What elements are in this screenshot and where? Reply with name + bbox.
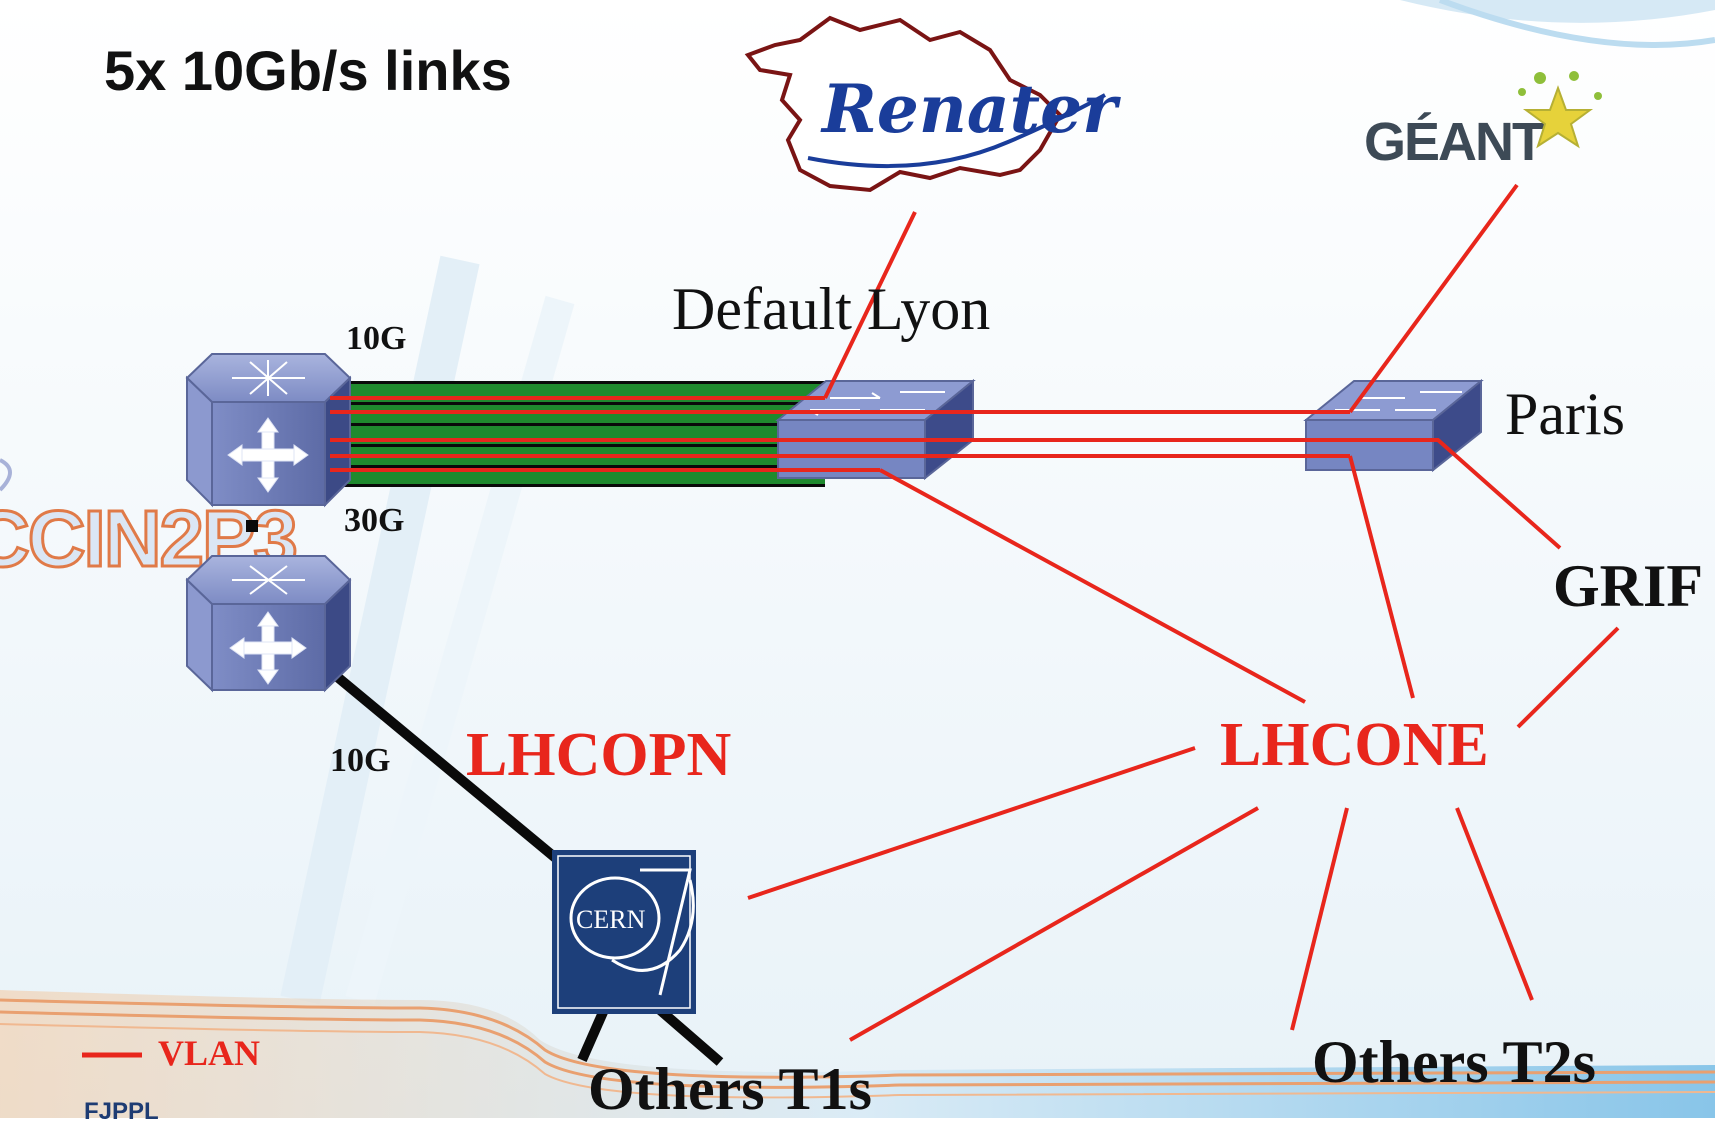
router-bottom-icon [185, 520, 352, 693]
label-default-lyon: Default Lyon [672, 276, 991, 342]
label-others-t1s: Others T1s [588, 1056, 872, 1122]
renater-logo: Renater [744, 15, 1121, 193]
legend-vlan-label: VLAN [158, 1033, 261, 1073]
cern-t1-link-left [577, 1007, 609, 1063]
geant-logo: GÉANT [1364, 71, 1602, 172]
cern-logo: CERN [552, 850, 696, 1014]
lyon-switch-icon [775, 378, 976, 481]
router-top-icon [185, 353, 352, 508]
svg-text:GÉANT: GÉANT [1364, 112, 1545, 172]
label-link-top: 10G [346, 320, 407, 357]
label-grif: GRIF [1553, 553, 1703, 619]
label-link-middle: 30G [344, 502, 405, 539]
footer-text: FJPPL [84, 1098, 159, 1125]
label-link-bottom: 10G [330, 742, 391, 779]
label-lhcone: LHCONE [1220, 711, 1489, 779]
cern-t1-link-right [656, 1006, 724, 1066]
svg-text:Renater: Renater [820, 70, 1121, 148]
page-title: 5x 10Gb/s links [104, 39, 512, 102]
label-paris: Paris [1505, 381, 1625, 447]
lhcopn-link [331, 671, 562, 864]
label-others-t2s: Others T2s [1312, 1029, 1596, 1095]
label-lhcopn: LHCOPN [466, 721, 732, 789]
svg-text:CERN: CERN [576, 905, 646, 934]
vlan-lines [330, 183, 1620, 1042]
